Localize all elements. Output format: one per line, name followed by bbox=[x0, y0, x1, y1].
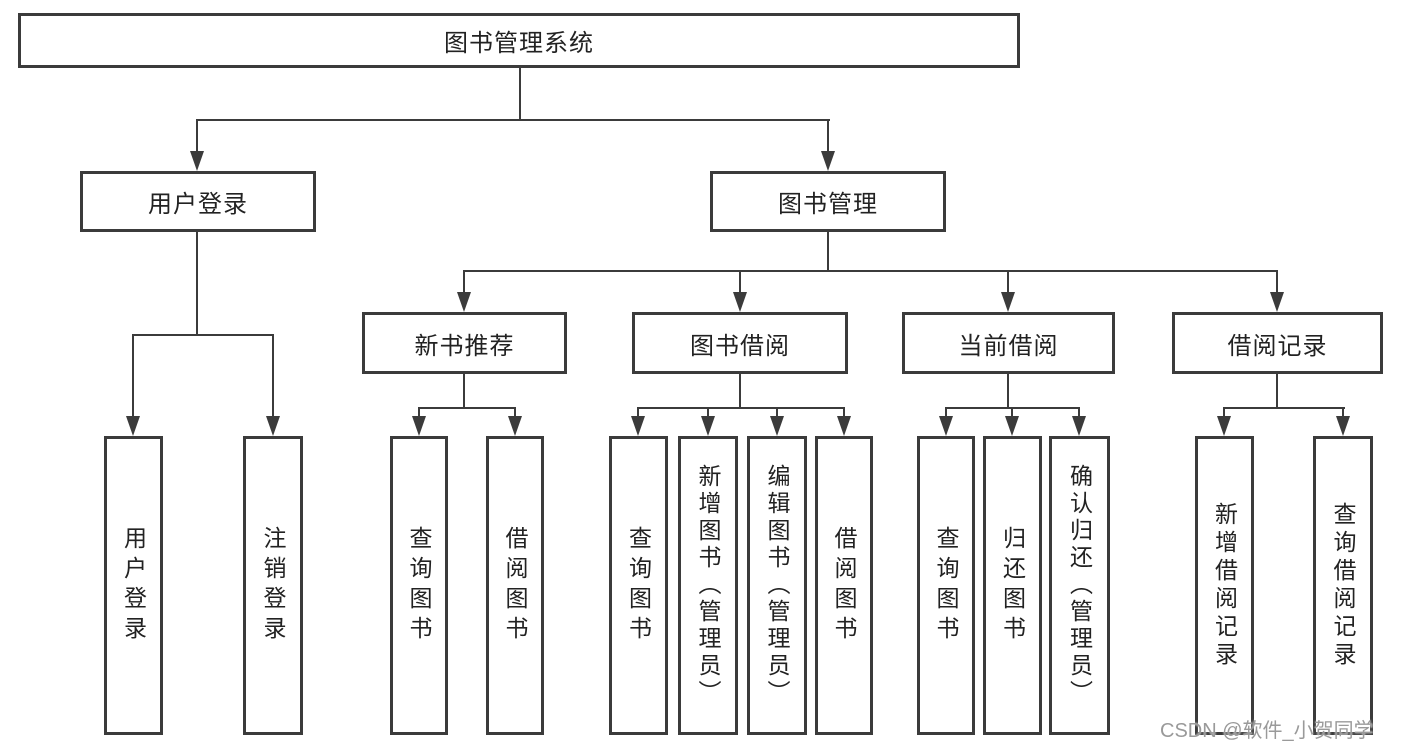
leaf-query-books-current: 查询图书 bbox=[917, 436, 975, 735]
csdn-watermark: CSDN @软件_小贺同学 bbox=[1160, 720, 1374, 742]
node-label: 借阅记录 bbox=[1227, 332, 1328, 360]
leaf-confirm-return-admin: 确认归还（管理员） bbox=[1049, 436, 1110, 735]
connector-line bbox=[1342, 407, 1344, 418]
node-label: 图书管理 bbox=[778, 191, 878, 218]
arrow-down-icon bbox=[412, 416, 426, 436]
arrow-down-icon bbox=[1217, 416, 1231, 436]
node-library-management-system: 图书管理系统 bbox=[18, 13, 1020, 68]
arrow-down-icon bbox=[190, 151, 204, 171]
arrow-down-icon bbox=[266, 416, 280, 436]
leaf-label: 查询图书 bbox=[625, 525, 652, 646]
leaf-label: 新增图书（管理员） bbox=[695, 464, 721, 707]
connector-line bbox=[272, 334, 274, 418]
arrow-down-icon bbox=[939, 416, 953, 436]
leaf-edit-books-admin: 编辑图书（管理员） bbox=[747, 436, 807, 735]
arrow-down-icon bbox=[126, 416, 140, 436]
connector-line bbox=[463, 374, 465, 407]
connector-line bbox=[827, 119, 829, 154]
connector-line bbox=[463, 270, 1278, 272]
node-label: 图书管理系统 bbox=[444, 30, 594, 57]
arrow-down-icon bbox=[770, 416, 784, 436]
connector-line bbox=[637, 407, 845, 409]
arrow-down-icon bbox=[1072, 416, 1086, 436]
node-label: 新书推荐 bbox=[414, 332, 515, 360]
leaf-label: 注销登录 bbox=[260, 525, 286, 646]
leaf-label: 用户登录 bbox=[120, 525, 147, 646]
arrow-down-icon bbox=[631, 416, 645, 436]
leaf-borrow-books-borrowing: 借阅图书 bbox=[815, 436, 873, 735]
leaf-user-login: 用户登录 bbox=[104, 436, 163, 735]
connector-line bbox=[1078, 407, 1080, 418]
leaf-logout: 注销登录 bbox=[243, 436, 303, 735]
connector-line bbox=[1276, 270, 1278, 294]
arrow-down-icon bbox=[508, 416, 522, 436]
leaf-query-borrow-record: 查询借阅记录 bbox=[1313, 436, 1373, 735]
arrow-down-icon bbox=[733, 292, 747, 312]
connector-line bbox=[1223, 407, 1345, 409]
leaf-borrow-books-recommend: 借阅图书 bbox=[486, 436, 544, 735]
connector-line bbox=[776, 407, 778, 418]
connector-line bbox=[418, 407, 516, 409]
connector-line bbox=[1007, 374, 1009, 407]
connector-line bbox=[196, 119, 830, 121]
connector-line bbox=[1276, 374, 1278, 407]
node-label: 当前借阅 bbox=[958, 332, 1059, 360]
leaf-add-books-admin: 新增图书（管理员） bbox=[678, 436, 738, 735]
arrow-down-icon bbox=[1001, 292, 1015, 312]
leaf-label: 归还图书 bbox=[999, 525, 1026, 646]
leaf-query-books-recommend: 查询图书 bbox=[390, 436, 448, 735]
node-book-management: 图书管理 bbox=[710, 171, 946, 232]
node-current-borrowing: 当前借阅 bbox=[902, 312, 1115, 374]
connector-line bbox=[1223, 407, 1225, 418]
connector-line bbox=[1011, 407, 1013, 418]
arrow-down-icon bbox=[1005, 416, 1019, 436]
arrow-down-icon bbox=[457, 292, 471, 312]
leaf-label: 查询借阅记录 bbox=[1330, 501, 1356, 670]
leaf-label: 借阅图书 bbox=[831, 525, 857, 646]
connector-line bbox=[739, 374, 741, 407]
connector-line bbox=[519, 68, 521, 119]
connector-line bbox=[707, 407, 709, 418]
node-book-borrowing: 图书借阅 bbox=[632, 312, 848, 374]
node-borrowing-records: 借阅记录 bbox=[1172, 312, 1383, 374]
connector-line bbox=[132, 334, 274, 336]
leaf-label: 借阅图书 bbox=[502, 525, 528, 646]
leaf-return-books: 归还图书 bbox=[983, 436, 1042, 735]
leaf-label: 确认归还（管理员） bbox=[1066, 464, 1093, 707]
connector-line bbox=[1007, 270, 1009, 294]
connector-line bbox=[463, 270, 465, 294]
connector-line bbox=[514, 407, 516, 418]
arrow-down-icon bbox=[701, 416, 715, 436]
connector-line bbox=[196, 119, 198, 154]
node-label: 图书借阅 bbox=[690, 332, 790, 360]
connector-line bbox=[196, 232, 198, 334]
leaf-label: 查询图书 bbox=[933, 525, 959, 646]
node-user-login: 用户登录 bbox=[80, 171, 316, 232]
arrow-down-icon bbox=[837, 416, 851, 436]
connector-line bbox=[132, 334, 134, 418]
connector-line bbox=[945, 407, 947, 418]
leaf-label: 编辑图书（管理员） bbox=[764, 464, 790, 707]
connector-line bbox=[739, 270, 741, 294]
leaf-label: 查询图书 bbox=[406, 525, 432, 646]
leaf-add-borrow-record: 新增借阅记录 bbox=[1195, 436, 1254, 735]
arrow-down-icon bbox=[1336, 416, 1350, 436]
arrow-down-icon bbox=[821, 151, 835, 171]
connector-line bbox=[418, 407, 420, 418]
connector-line bbox=[827, 232, 829, 270]
leaf-label: 新增借阅记录 bbox=[1211, 501, 1238, 670]
connector-line bbox=[637, 407, 639, 418]
connector-line bbox=[843, 407, 845, 418]
node-new-book-recommendation: 新书推荐 bbox=[362, 312, 567, 374]
node-label: 用户登录 bbox=[148, 191, 248, 218]
arrow-down-icon bbox=[1270, 292, 1284, 312]
leaf-query-books-borrowing: 查询图书 bbox=[609, 436, 668, 735]
